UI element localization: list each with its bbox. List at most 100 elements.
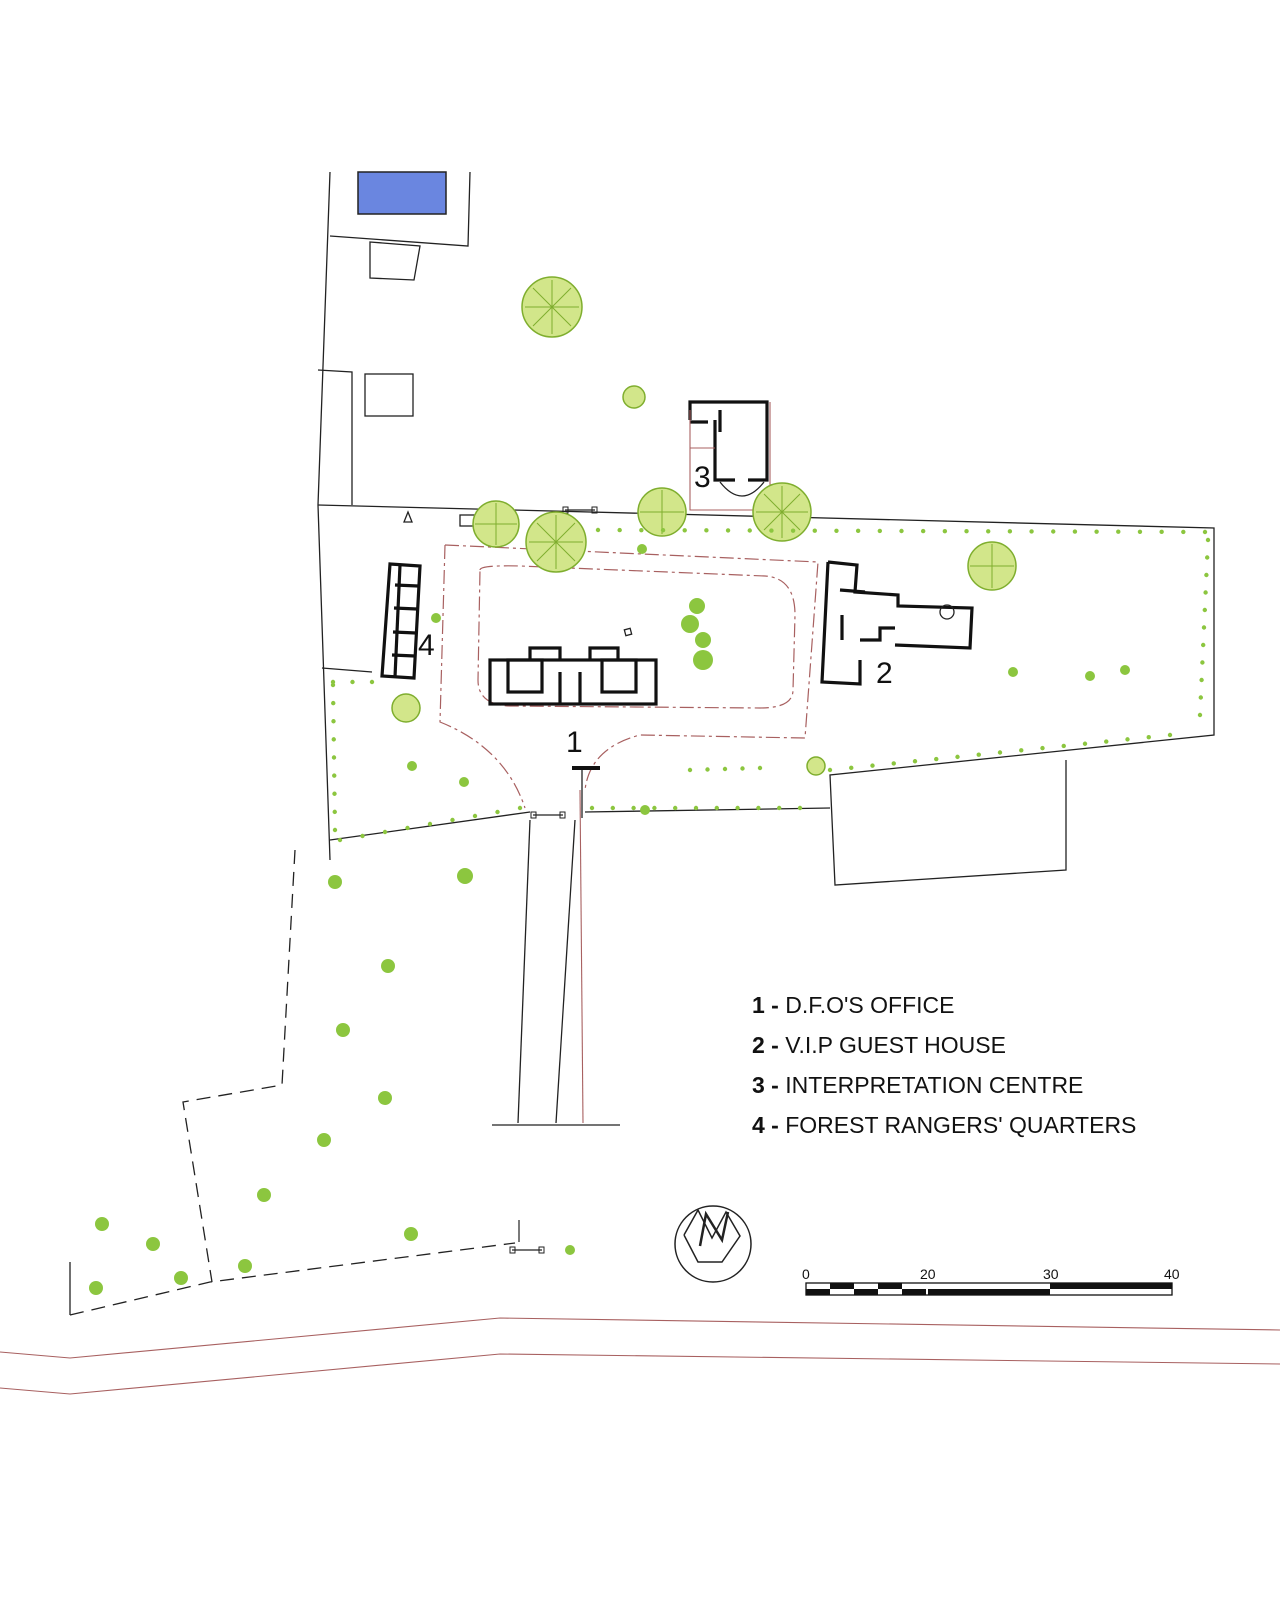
hedge-dot	[899, 528, 904, 534]
hedge-dot	[1204, 572, 1209, 578]
building-interpretation-centre	[688, 400, 771, 511]
hedge-dot	[1094, 529, 1099, 534]
tree-icon	[806, 756, 826, 776]
marker-triangle	[403, 510, 413, 523]
hedge-dot	[1104, 739, 1109, 744]
hedge-dot	[1029, 529, 1034, 534]
map-label-4: 4	[418, 629, 435, 662]
hedge-dot	[942, 528, 948, 534]
hedge-dot	[834, 528, 839, 533]
lower-boundary	[69, 849, 516, 1316]
hedge-dot	[1203, 590, 1208, 595]
hedge-dot	[855, 528, 861, 534]
legend-number: 3 -	[752, 1072, 779, 1098]
hedge-dot	[714, 805, 719, 811]
large-trees	[391, 276, 1017, 776]
hedge-dot	[331, 700, 336, 706]
legend-number: 4 -	[752, 1112, 779, 1138]
hedge-dot	[1125, 737, 1130, 742]
map-label-2: 2	[876, 657, 893, 690]
legend-item: 4 - FOREST RANGERS' QUARTERS	[752, 1112, 1172, 1152]
hedge-dot	[660, 528, 666, 533]
hedge-dot	[350, 679, 355, 685]
legend-number: 2 -	[752, 1032, 779, 1058]
scale-tick-30: 30	[1043, 1266, 1059, 1282]
legend-item: 1 - D.F.O'S OFFICE	[752, 992, 1172, 1032]
hedge-dot	[870, 763, 875, 768]
hedge-dot	[1200, 660, 1205, 665]
hedge-dot	[877, 528, 883, 534]
hedge-dot	[1146, 734, 1151, 740]
hedge-dot	[331, 755, 337, 760]
gate-icons	[403, 506, 633, 1254]
hedge-dot	[725, 528, 731, 533]
hedge-rows	[330, 527, 1211, 843]
hedge-dot	[1040, 745, 1045, 751]
legend-text: D.F.O'S OFFICE	[785, 992, 955, 1018]
hedge-dot	[769, 528, 774, 533]
hedge-dot	[337, 837, 343, 843]
hedge-dot	[687, 767, 693, 773]
hedge-dot	[330, 679, 336, 685]
scale-segment	[806, 1289, 830, 1295]
hedge-dot	[986, 529, 991, 534]
hedge-dot	[1198, 695, 1204, 700]
hedge-dot	[735, 805, 740, 811]
hedge-dot	[1181, 529, 1186, 535]
tree-texture	[475, 280, 1014, 588]
hedge-dot	[652, 805, 657, 811]
hedge-dot	[693, 805, 699, 811]
legend: 1 - D.F.O'S OFFICE 2 - V.I.P GUEST HOUSE…	[752, 992, 1172, 1152]
hedge-dot	[332, 827, 338, 833]
building-vip-guest-house	[820, 560, 974, 686]
hedge-dot	[1159, 529, 1164, 535]
gate-icon	[509, 1220, 545, 1254]
hedge-dot	[1061, 743, 1066, 749]
north-arrow-icon	[674, 1205, 752, 1283]
hedge-dot	[617, 527, 622, 533]
legend-text: FOREST RANGERS' QUARTERS	[785, 1112, 1137, 1138]
hedge-dot	[595, 527, 601, 533]
scale-tick-20: 20	[920, 1266, 936, 1282]
scale-tick-40: 40	[1164, 1266, 1180, 1282]
road	[0, 1317, 1280, 1395]
hedge-dot	[1007, 529, 1013, 534]
building-dfo-office	[488, 646, 658, 706]
hedge-dot	[331, 737, 336, 742]
hedge-dot	[704, 528, 709, 533]
hedge-dot	[1072, 529, 1078, 534]
hedge-dot	[997, 750, 1003, 755]
scale-segment	[830, 1283, 854, 1289]
legend-item: 3 - INTERPRETATION CENTRE	[752, 1072, 1172, 1112]
scale-segment	[1050, 1283, 1172, 1289]
outbuilding	[364, 373, 414, 417]
hedge-dot	[405, 825, 410, 831]
hedge-dot	[777, 805, 782, 811]
swimming-pool	[357, 171, 447, 215]
hedge-dot	[332, 809, 337, 815]
hedge-dot	[610, 805, 615, 811]
hedge-dot	[1116, 529, 1121, 534]
hedge-dot	[1202, 607, 1208, 613]
hedge-dot	[589, 805, 595, 811]
hedge-dot	[756, 805, 761, 811]
hedge-dot	[331, 719, 336, 724]
hedge-dot	[472, 813, 478, 819]
hedge-dot	[495, 809, 500, 815]
scale-bar: 0 20 30 40	[802, 1266, 1180, 1296]
hedge-dot	[1201, 642, 1206, 648]
hedge-dot	[1201, 625, 1207, 630]
hedge-dot	[682, 528, 687, 533]
hedge-dot	[1202, 529, 1208, 535]
hedge-dot	[891, 761, 896, 766]
hedge-dot	[934, 756, 939, 762]
hedge-dot	[964, 529, 969, 534]
hedge-dot	[747, 528, 752, 533]
hedge-dot	[1137, 529, 1143, 534]
scale-segment	[854, 1289, 878, 1295]
hedge-dot	[450, 817, 455, 823]
scale-tick-0: 0	[802, 1266, 810, 1282]
hedge-dot	[849, 765, 854, 771]
hedge-dot	[1051, 529, 1056, 534]
hedge-dot	[827, 767, 833, 773]
